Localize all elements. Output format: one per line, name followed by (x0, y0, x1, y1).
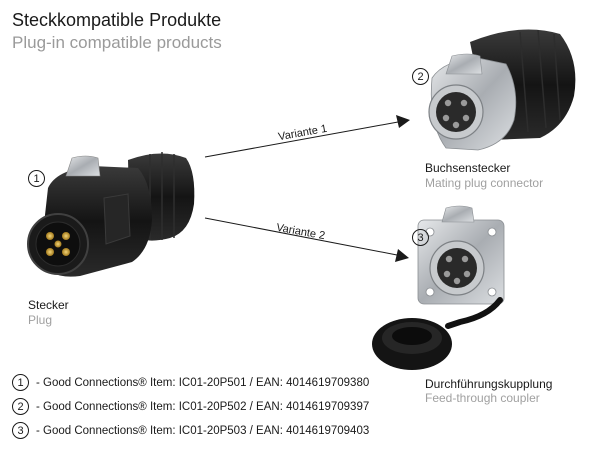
legend-text-3: - Good Connections® Item: IC01-20P503 / … (36, 424, 370, 437)
page-subtitle: Plug-in compatible products (12, 33, 222, 52)
callout-number-3: 3 (412, 229, 429, 246)
legend-row-2: 2 - Good Connections® Item: IC01-20P502 … (12, 398, 369, 415)
product-label-plug-en: Plug (28, 313, 53, 327)
product-label-feed-through: Durchführungskupplung (425, 377, 553, 391)
legend-text-1: - Good Connections® Item: IC01-20P501 / … (36, 376, 370, 389)
product-label-feed-through-en: Feed-through coupler (425, 391, 540, 405)
page-title: Steckkompatible Produkte (12, 10, 222, 30)
product-label-plug: Stecker (28, 298, 69, 312)
feed-through-coupler-image (372, 205, 505, 370)
callout-number-1: 1 (28, 170, 45, 187)
legend-number-1: 1 (12, 374, 29, 391)
legend-number-3: 3 (12, 422, 29, 439)
legend-row-3: 3 - Good Connections® Item: IC01-20P503 … (12, 422, 369, 439)
legend-number-2: 2 (12, 398, 29, 415)
arrow-variante-1 (204, 115, 410, 158)
callout-number-2: 2 (412, 68, 429, 85)
legend-text-2: - Good Connections® Item: IC01-20P502 / … (36, 400, 370, 413)
mating-plug-connector-image (428, 29, 576, 151)
product-label-mating-plug: Buchsenstecker (425, 161, 511, 175)
legend-row-1: 1 - Good Connections® Item: IC01-20P501 … (12, 374, 369, 391)
product-label-mating-plug-en: Mating plug connector (425, 176, 544, 190)
arrow-variante-2 (204, 217, 409, 262)
plug-connector-image (27, 152, 195, 277)
